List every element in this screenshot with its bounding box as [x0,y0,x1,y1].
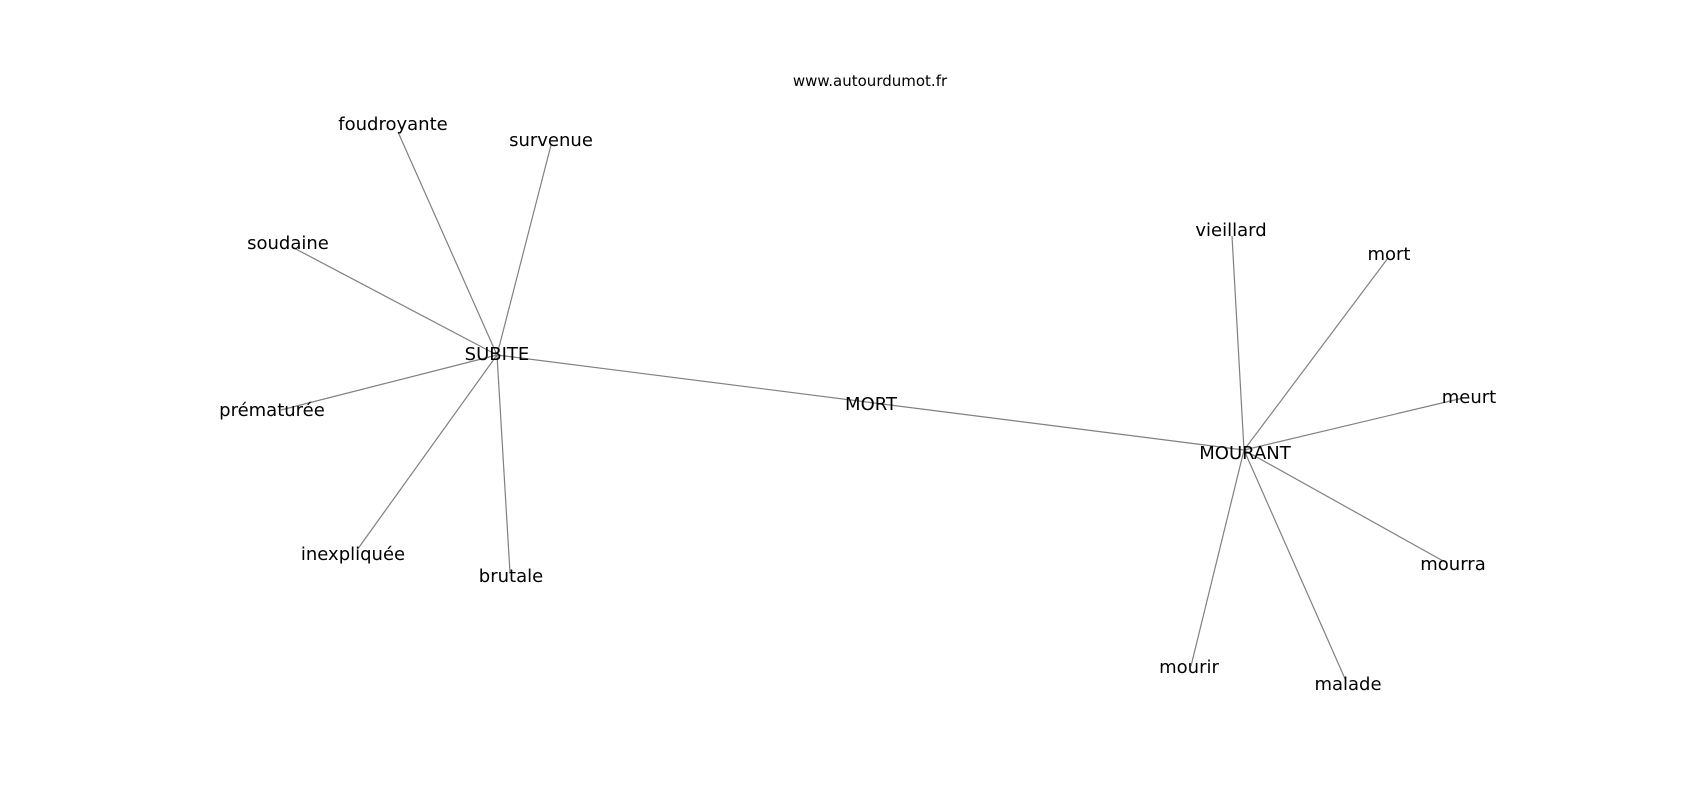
edge-subite-brutale [496,354,511,574]
edge-subite-foudroyante [397,131,498,356]
watermark-text: www.autourdumot.fr [793,72,948,90]
node-leaf-meurt: meurt [1442,387,1496,408]
edge-mourant-mort [1243,257,1389,451]
node-leaf-soudaine: soudaine [247,233,329,254]
edge-subite-prematuree [280,354,498,411]
edges-layer [280,131,1464,682]
labels-layer: www.autourdumot.fr MORT SUBITE MOURANT f… [219,72,1496,695]
node-leaf-mourra: mourra [1420,554,1485,575]
edge-mourant-mourra [1243,449,1446,563]
edge-mourant-vieillard [1231,235,1245,451]
node-leaf-survenue: survenue [509,130,593,151]
edge-subite-inexpliquee [356,354,498,551]
node-leaf-brutale: brutale [479,566,543,587]
node-leaf-malade: malade [1314,674,1381,695]
edge-subite-soudaine [291,246,498,356]
edge-mourant-malade [1243,449,1347,682]
node-leaf-mourir: mourir [1159,657,1219,678]
node-leaf-mort: mort [1367,244,1410,265]
node-leaf-foudroyante: foudroyante [338,114,447,135]
node-hub-mourant: MOURANT [1199,443,1291,464]
node-leaf-prematuree: prématurée [219,400,325,421]
node-center-mort: MORT [845,394,898,415]
edge-mourant-mourir [1190,449,1245,667]
edge-subite-mourant [496,354,1245,451]
node-leaf-inexpliquee: inexpliquée [301,544,405,565]
edge-subite-survenue [496,144,552,356]
edge-mourant-meurt [1243,397,1464,451]
node-leaf-vieillard: vieillard [1195,220,1266,241]
node-hub-subite: SUBITE [465,344,530,365]
